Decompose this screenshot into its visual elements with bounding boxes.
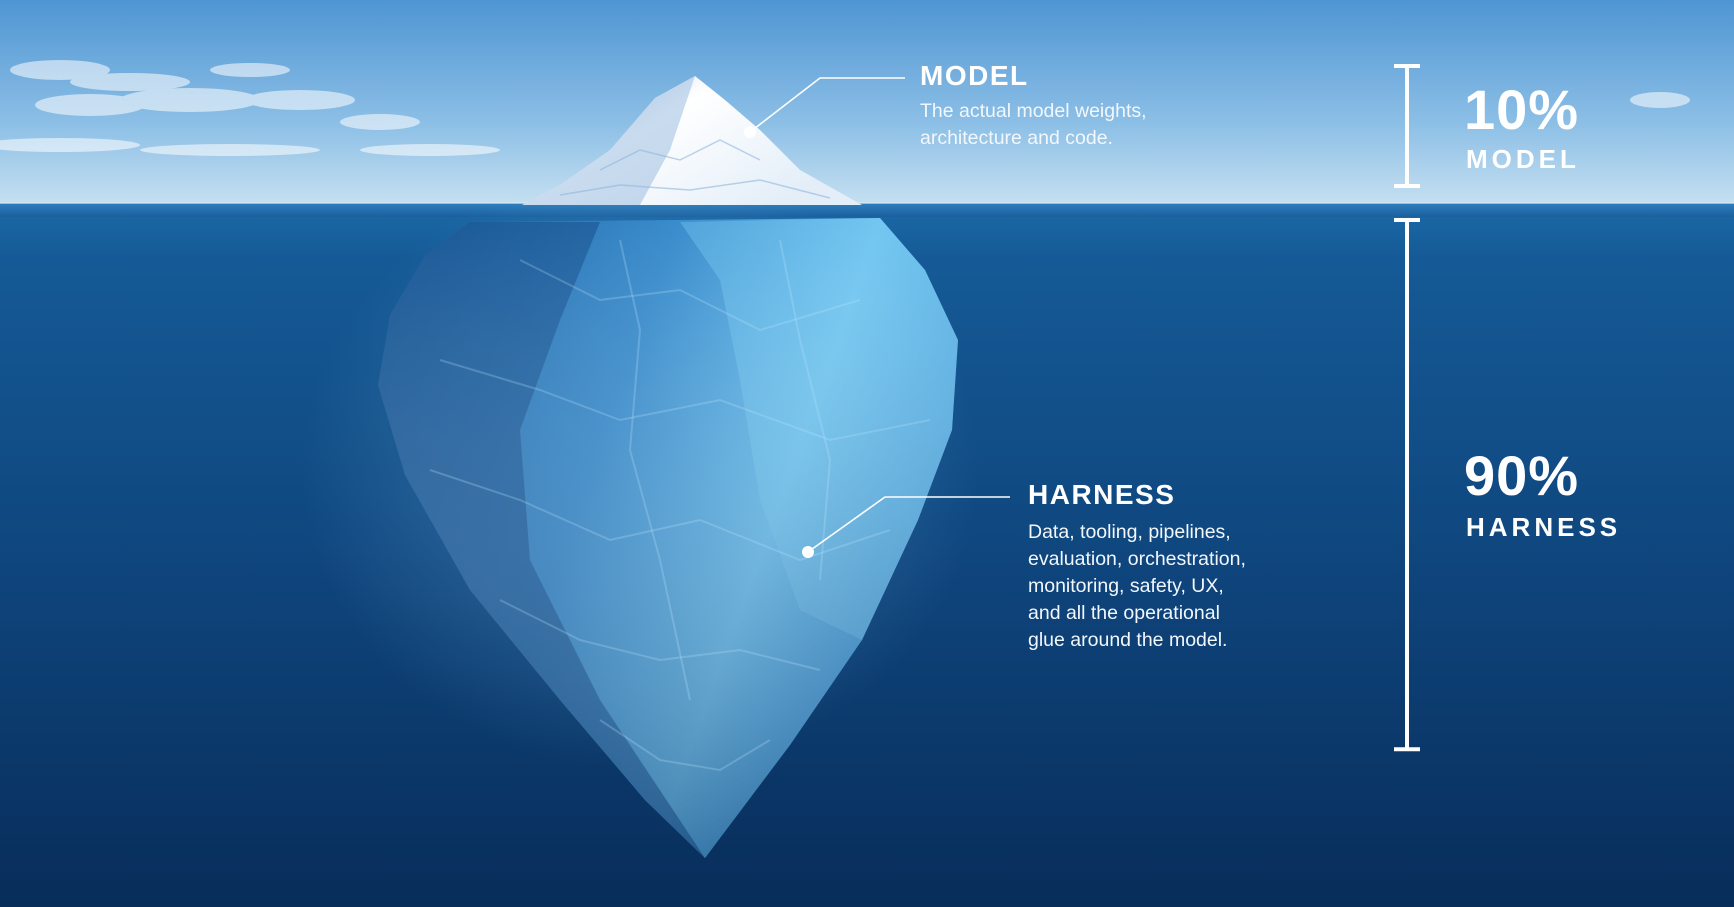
model-callout-description: The actual model weights, architecture a… [920,98,1147,152]
water-surface [0,203,1734,217]
model-percent: 10% [1464,78,1580,141]
harness-callout-description: Data, tooling, pipelines, evaluation, or… [1028,519,1246,654]
harness-callout-title: HARNESS [1028,479,1176,510]
scale-bar-harness [1394,218,1420,752]
scale-bar-model [1394,64,1420,188]
harness-desc-line: glue around the model. [1028,629,1228,651]
model-scale-label: MODEL [1466,144,1580,174]
harness-percent: 90% [1464,444,1580,507]
model-desc-line: architecture and code. [920,127,1113,149]
clouds [0,60,1690,156]
model-connector [744,77,905,138]
harness-desc-line: monitoring, safety, UX, [1028,575,1224,597]
iceberg-submerged [378,218,958,858]
harness-connector [802,496,1010,558]
harness-scale-label: HARNESS [1466,512,1622,542]
model-callout-title: MODEL [920,60,1029,91]
harness-desc-line: and all the operational [1028,602,1220,624]
harness-desc-line: Data, tooling, pipelines, [1028,521,1231,543]
harness-desc-line: evaluation, orchestration, [1028,548,1246,570]
model-desc-line: The actual model weights, [920,100,1147,122]
iceberg-peak [522,76,862,205]
